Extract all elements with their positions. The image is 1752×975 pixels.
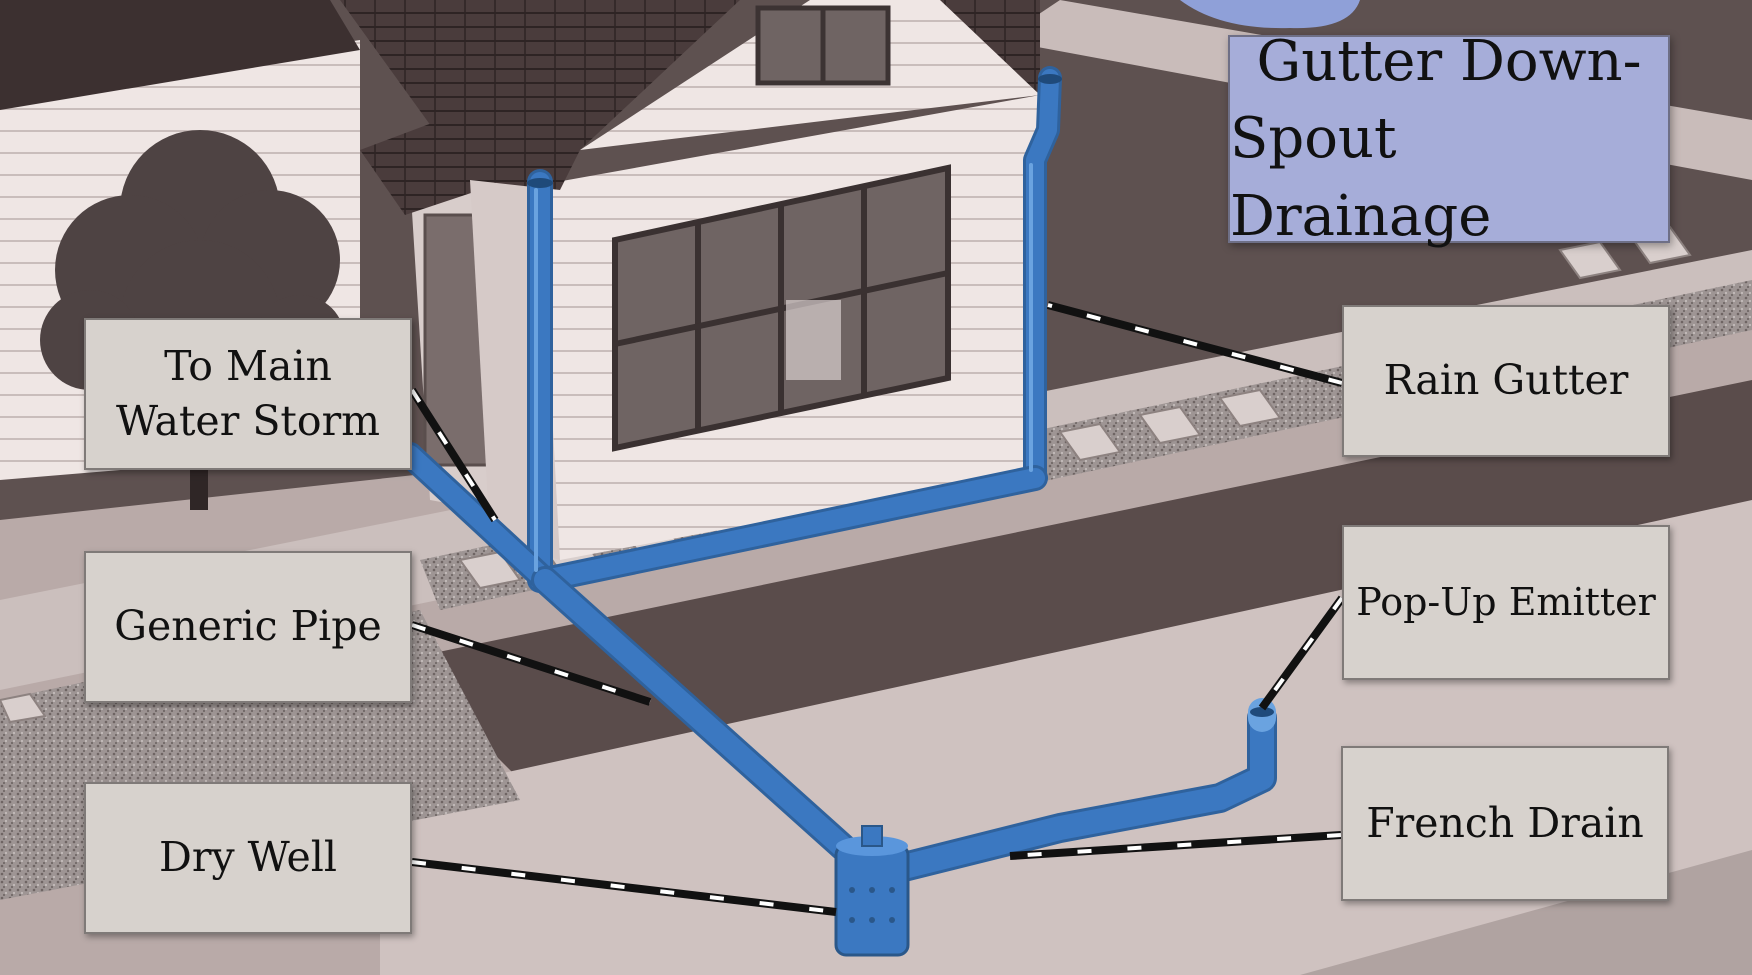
dry-well [836, 826, 908, 955]
title-line-2: Spout Drainage [1230, 100, 1668, 255]
window-curtain [786, 300, 841, 380]
label-pop-up-emitter: Pop-Up Emitter [1342, 525, 1670, 680]
label-dry-well-text: Dry Well [159, 830, 337, 885]
label-dry-well: Dry Well [84, 782, 412, 934]
label-to-main-water-storm-line-2: Water Storm [116, 394, 380, 449]
title-line-1: Gutter Down- [1256, 23, 1641, 100]
label-pop-up-emitter-text: Pop-Up Emitter [1356, 577, 1656, 628]
emitter-opening [1250, 707, 1274, 717]
label-rain-gutter: Rain Gutter [1342, 305, 1670, 457]
label-french-drain-text: French Drain [1366, 796, 1644, 851]
label-to-main-water-storm-line-1: To Main [164, 339, 332, 394]
label-french-drain: French Drain [1341, 746, 1669, 901]
downspout-left-opening [527, 178, 553, 188]
label-rain-gutter-text: Rain Gutter [1384, 353, 1629, 408]
label-generic-pipe: Generic Pipe [84, 551, 412, 703]
label-to-main-water-storm: To Main Water Storm [84, 318, 412, 470]
downspout-right-opening [1038, 74, 1062, 84]
label-generic-pipe-text: Generic Pipe [114, 599, 382, 654]
diagram-title: Gutter Down- Spout Drainage [1228, 35, 1670, 243]
